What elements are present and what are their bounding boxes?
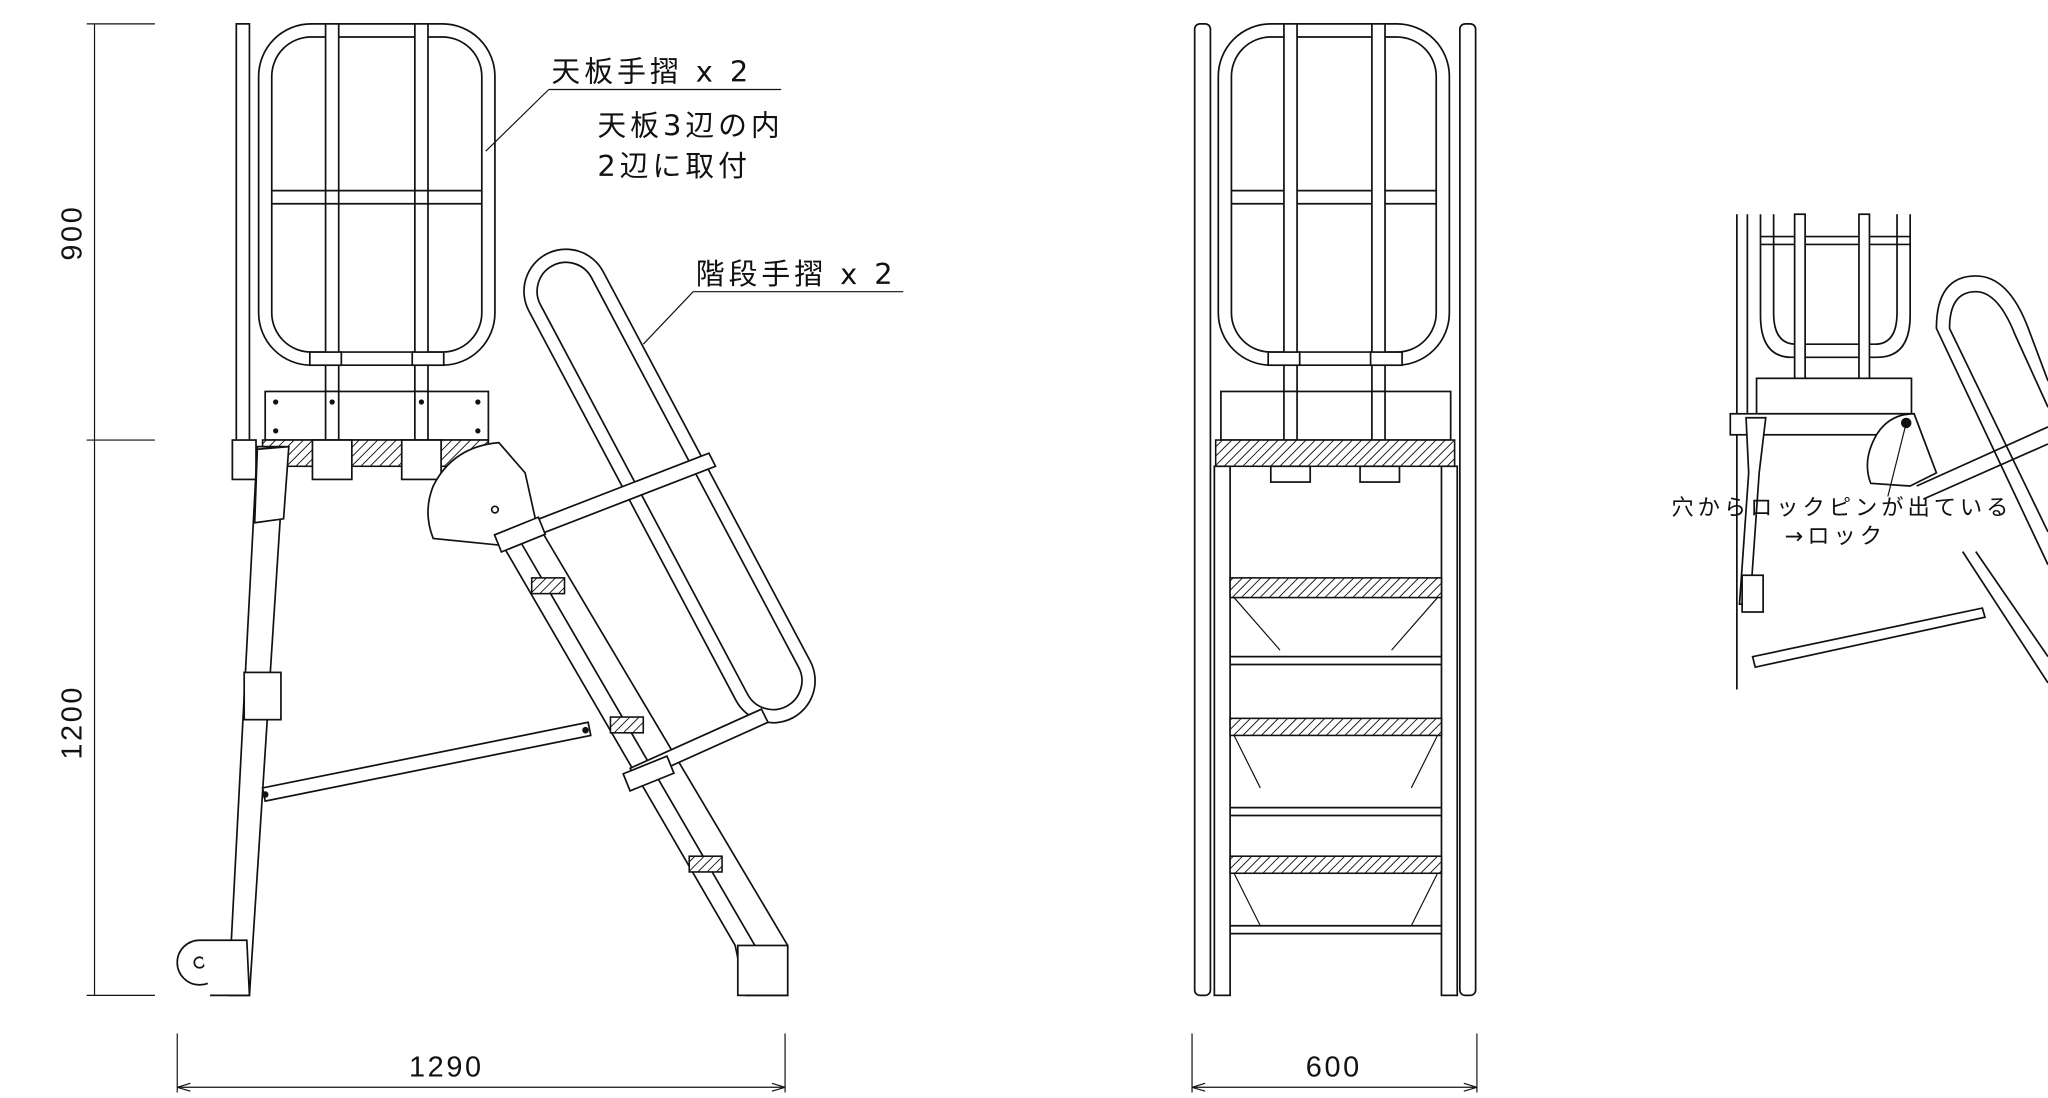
dim-1290: 1290	[409, 1052, 484, 1084]
platform	[231, 390, 490, 481]
rear-leg	[176, 445, 290, 997]
brace	[261, 721, 592, 803]
dim-1200: 1200	[56, 685, 88, 760]
stair-rail-braces	[493, 452, 770, 792]
lock-note-line-1: 穴からロックピンが出ている	[1671, 495, 2012, 521]
dim-900: 900	[56, 205, 88, 261]
front-step	[1229, 855, 1443, 875]
label-top-rail: 天板手摺 x 2	[551, 55, 752, 89]
front-view: 600	[1191, 23, 1478, 1093]
dim-600: 600	[1306, 1052, 1362, 1084]
top-rail-callout: 天板手摺 x 2 天板3辺の内 2辺に取付	[485, 55, 783, 183]
front-dimension: 600	[1191, 1033, 1478, 1093]
note-line-1: 天板3辺の内	[597, 108, 783, 142]
lock-detail-view: 穴からロックピンが出ている →ロック	[1671, 213, 2048, 690]
side-view: 900 1200 1290	[56, 23, 904, 1093]
front-step	[1229, 717, 1443, 737]
note-line-2: 2辺に取付	[597, 149, 751, 183]
stair-stringer	[497, 524, 789, 997]
horizontal-dimension: 1290	[176, 1033, 786, 1093]
label-stair-rail: 階段手摺 x 2	[696, 257, 897, 291]
lock-cam	[427, 441, 540, 546]
stair-rail-callout: 階段手摺 x 2	[642, 257, 904, 345]
front-platform	[1214, 439, 1456, 468]
vertical-dimension: 900 1200	[56, 23, 155, 996]
top-handrail	[235, 23, 496, 443]
lock-note-line-2: →ロック	[1785, 524, 1886, 550]
stair-handrail	[523, 248, 816, 724]
front-step	[1229, 577, 1443, 599]
